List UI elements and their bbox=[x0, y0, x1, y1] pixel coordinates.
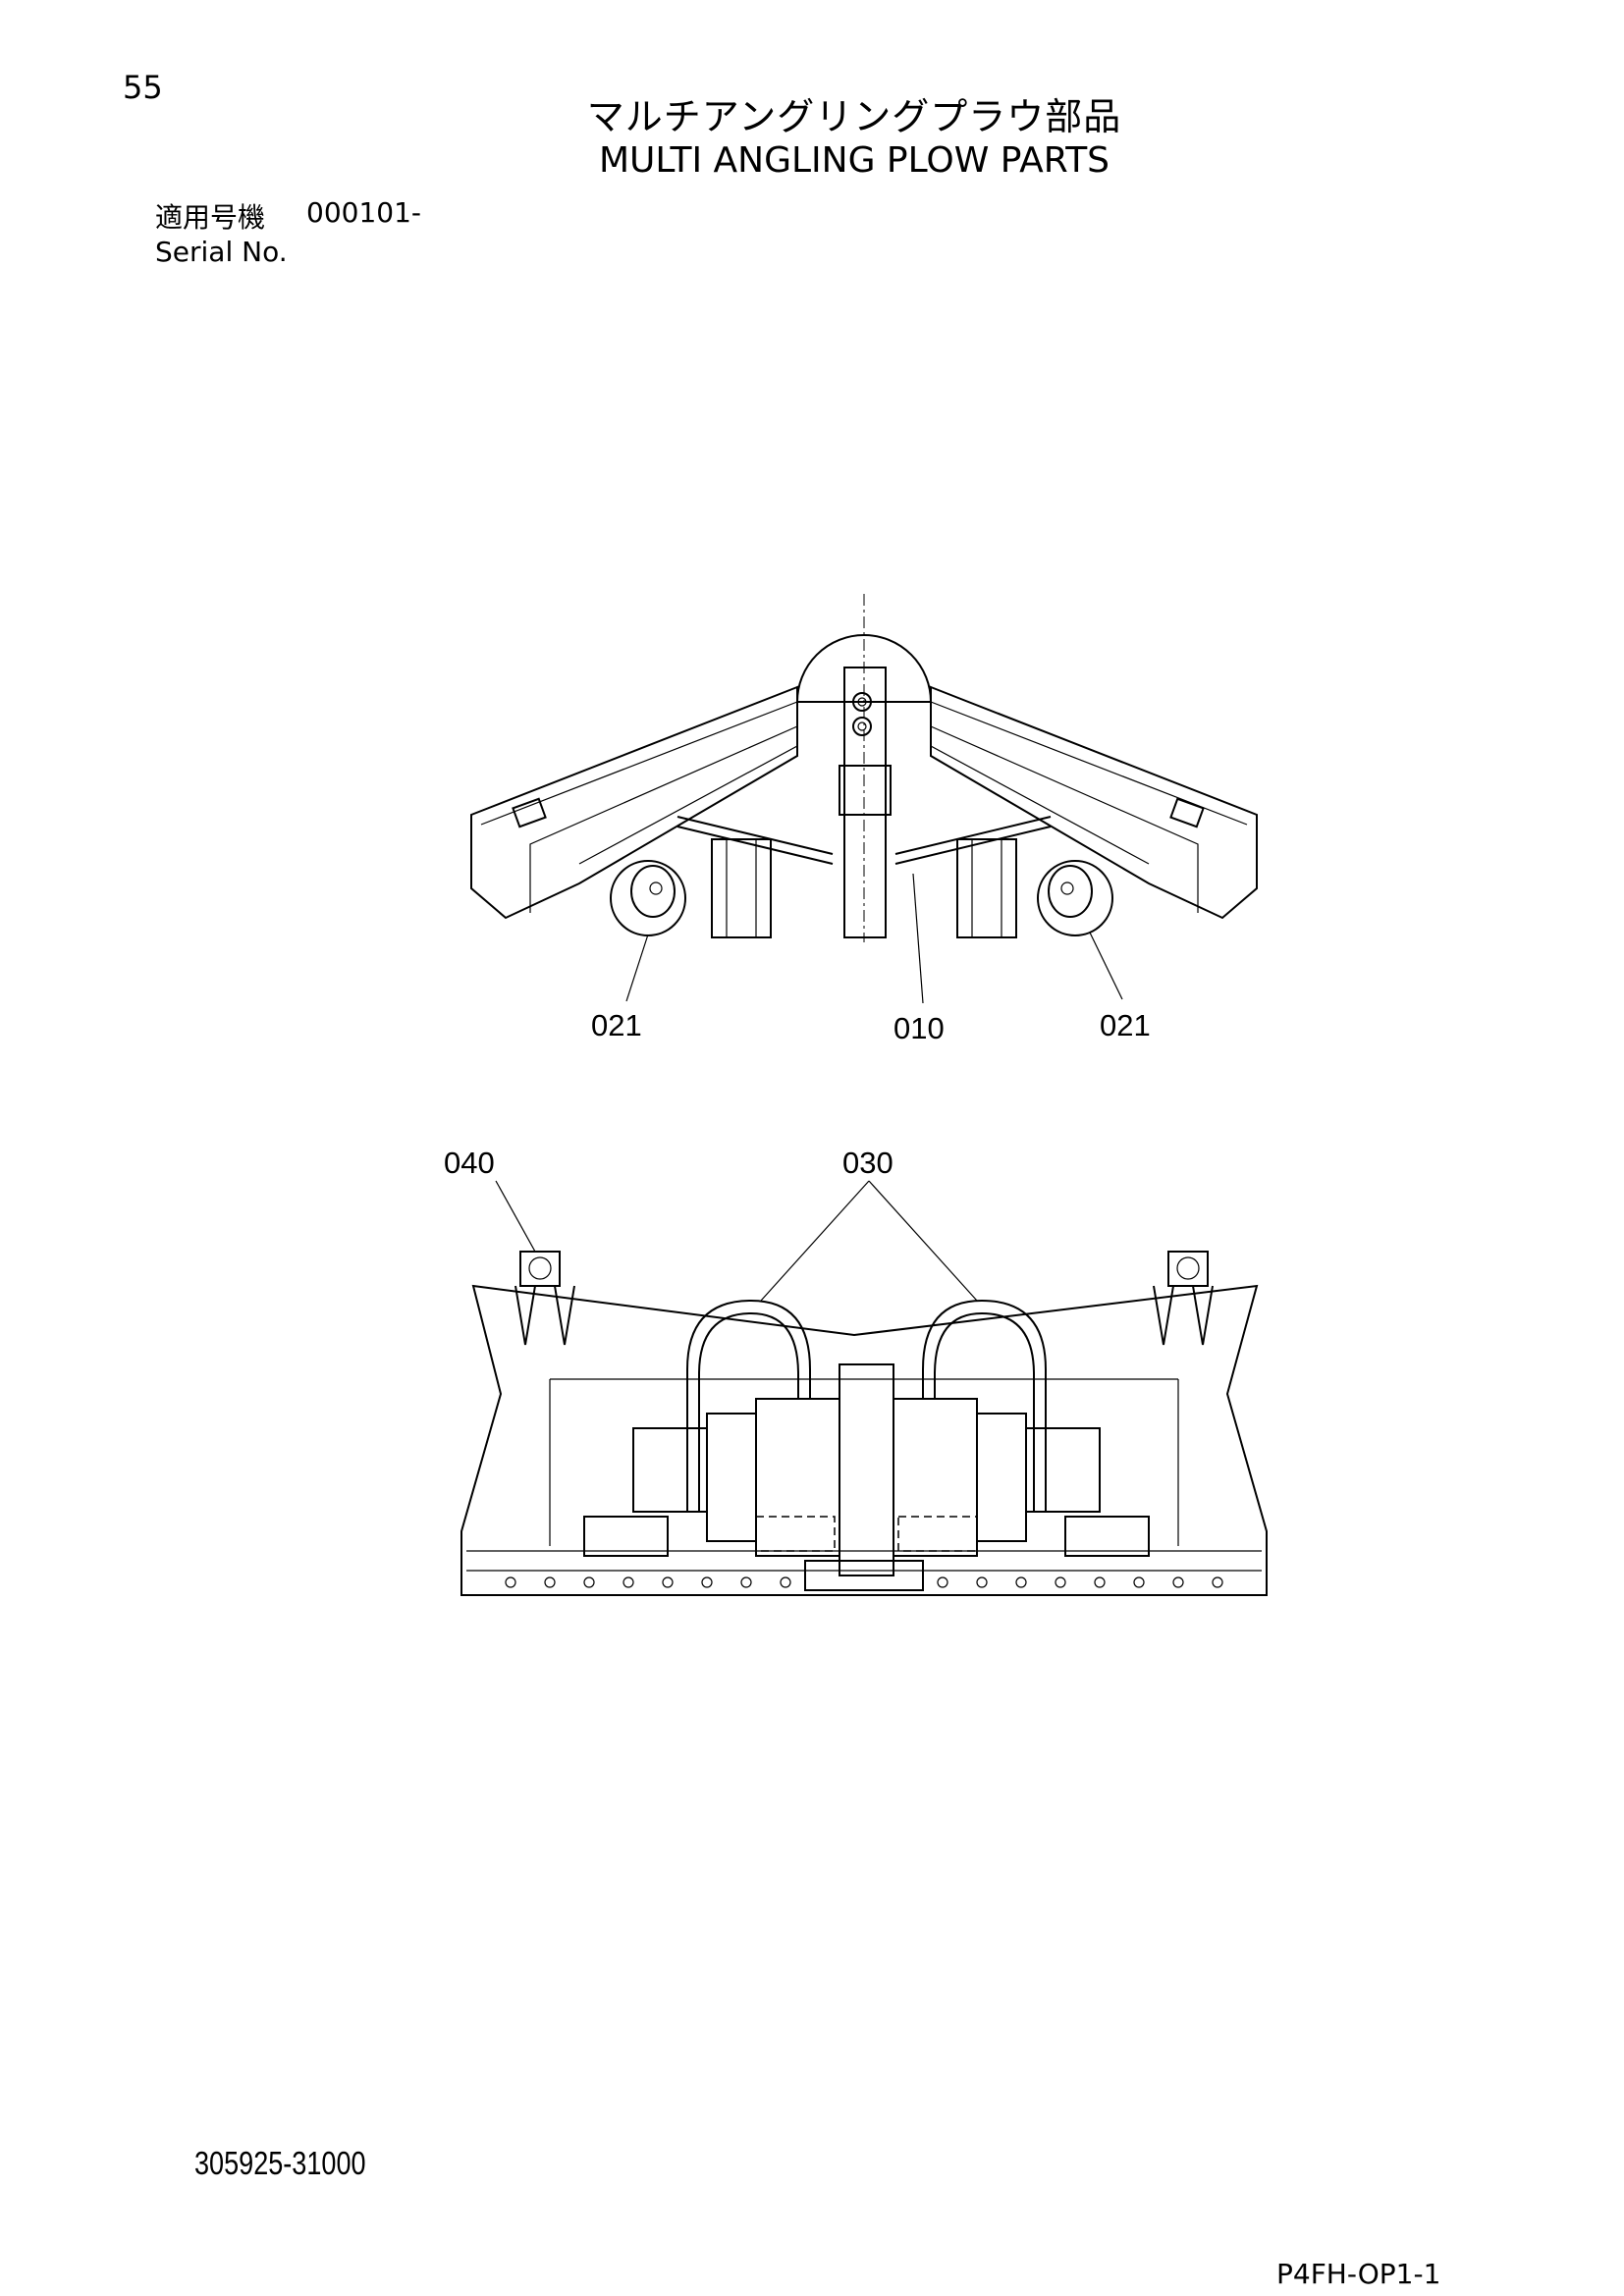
serial-number-value: 000101- bbox=[306, 196, 421, 229]
drawing-number: 305925-31000 bbox=[194, 2145, 366, 2181]
page-number: 55 bbox=[123, 69, 163, 106]
cutting-edge-bolts bbox=[505, 1576, 1223, 1588]
serial-label-english: Serial No. bbox=[155, 236, 288, 268]
sheet-code: P4FH-OP1-1 bbox=[1276, 2258, 1441, 2290]
plow-top-view bbox=[470, 594, 1258, 1004]
callout-021-right: 021 bbox=[1100, 1008, 1151, 1042]
serial-label-japanese: 適用号機 bbox=[155, 201, 266, 234]
title-japanese: マルチアングリングプラウ部品 bbox=[586, 95, 1122, 138]
title-english: MULTI ANGLING PLOW PARTS bbox=[598, 140, 1110, 181]
callout-030: 030 bbox=[842, 1146, 893, 1180]
plow-front-view bbox=[460, 1180, 1268, 1596]
callout-010: 010 bbox=[893, 1011, 945, 1045]
callout-021-left: 021 bbox=[591, 1008, 642, 1042]
callout-040: 040 bbox=[444, 1146, 495, 1180]
